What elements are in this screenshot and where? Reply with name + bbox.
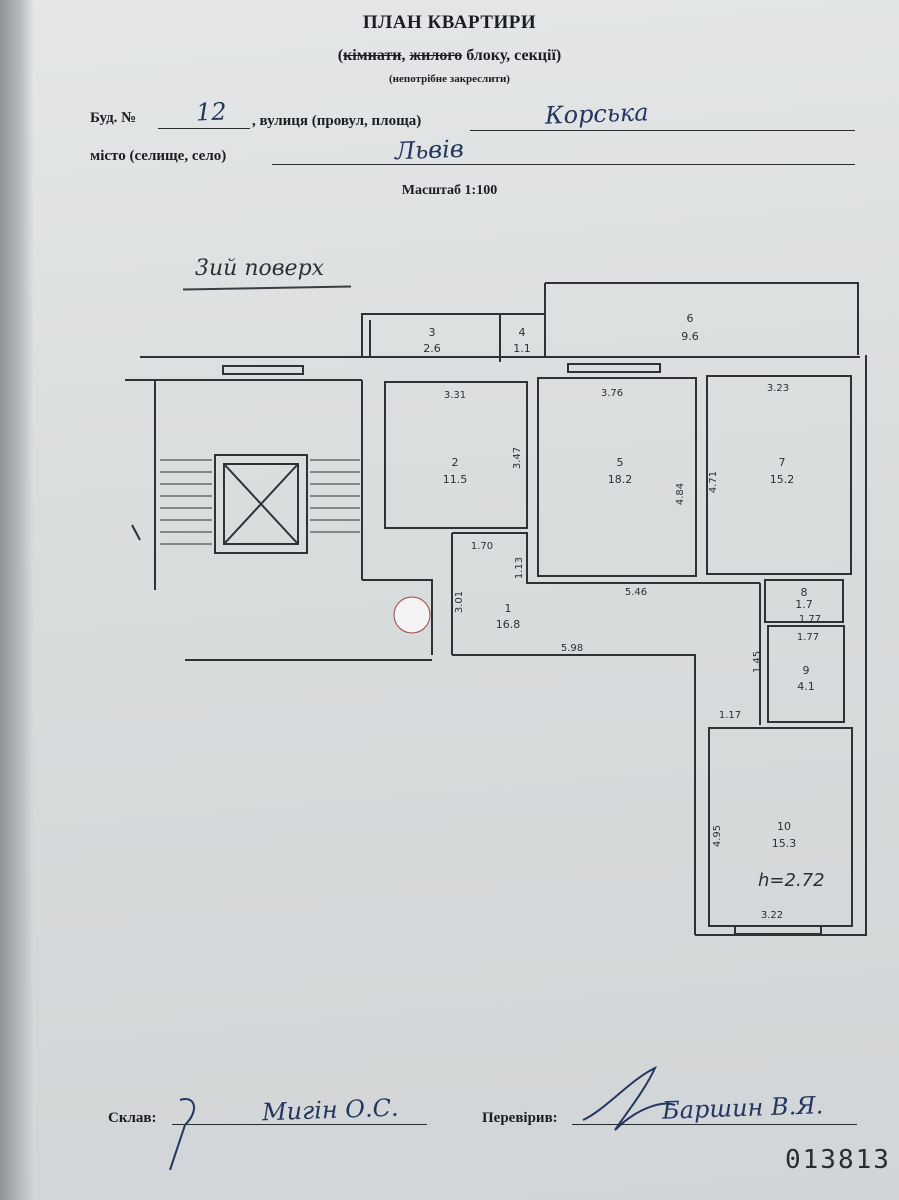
room-1-number: 1 <box>505 602 512 615</box>
room-3-area: 2.6 <box>423 342 441 355</box>
compiled-line <box>172 1124 427 1125</box>
room-4-area: 1.1 <box>513 342 531 355</box>
room-8-area: 1.7 <box>795 598 813 611</box>
wall-storage-outer <box>361 313 545 356</box>
subtitle-struck-living: жилого <box>409 47 463 64</box>
room-5-area: 18.2 <box>608 473 633 486</box>
paper-edge-shadow <box>0 0 34 1200</box>
city-label: місто (селище, село) <box>90 148 227 164</box>
room-9-number: 9 <box>803 664 810 677</box>
room-2-walls <box>384 381 528 529</box>
subtitle-sep: , <box>401 47 410 64</box>
street-label: , вулиця (провул, площа) <box>252 113 422 129</box>
floor-label: 3ий поверх <box>195 256 325 281</box>
room-8-walls <box>764 579 844 623</box>
room-4-number: 4 <box>519 326 526 339</box>
room-1-area: 16.8 <box>496 618 521 631</box>
window-room-10 <box>734 925 822 935</box>
dim-room-2-width: 3.31 <box>444 390 466 401</box>
room-10-number: 10 <box>777 820 791 833</box>
entrance-marker-icon <box>393 596 431 634</box>
dim-room-7-depth: 4.71 <box>708 471 719 493</box>
room-2-number: 2 <box>452 456 459 469</box>
room-9-walls <box>767 625 845 723</box>
elevator-cross-b <box>223 463 299 545</box>
building-label: Буд. № <box>90 110 137 126</box>
checked-label: Перевірив: <box>482 1110 558 1126</box>
dim-room-8-width: 1.77 <box>799 614 821 625</box>
street-line <box>470 130 855 131</box>
room-6-number: 6 <box>687 312 694 325</box>
window-stairs <box>222 365 304 375</box>
wall-corridor-bottom <box>452 654 696 935</box>
plan-walls <box>125 282 867 936</box>
ceiling-height: h=2.72 <box>758 870 825 891</box>
room-5-walls <box>537 377 697 577</box>
dim-corridor-top: 1.70 <box>471 541 493 552</box>
room-3-number: 3 <box>429 326 436 339</box>
room-7-number: 7 <box>779 456 786 469</box>
scale-label: Масштаб 1:100 <box>401 183 498 198</box>
dim-room-5-bottom: 5.46 <box>625 587 647 598</box>
dim-hall-width: 1.17 <box>719 710 741 721</box>
compiled-label: Склав: <box>108 1110 157 1126</box>
room-9-area: 4.1 <box>797 680 815 693</box>
dim-room-5-width: 3.76 <box>601 388 623 399</box>
subtitle-rest: блоку, секції) <box>462 47 562 64</box>
dim-corridor-short: 1.13 <box>514 557 525 579</box>
room-10-area: 15.3 <box>772 837 797 850</box>
wall-landing <box>362 579 433 655</box>
checked-signature-icon <box>582 1065 676 1131</box>
dim-room-7-width: 3.23 <box>767 383 789 394</box>
city-line <box>272 164 855 165</box>
room-7-area: 15.2 <box>770 473 795 486</box>
dim-room-10-depth: 4.95 <box>712 825 723 847</box>
room-labels: 3 2.6 4 1.1 6 9.6 2 11.5 5 18.2 7 15.2 1… <box>423 312 815 850</box>
room-7-walls <box>706 375 852 575</box>
checked-line <box>572 1124 857 1125</box>
document-title: ПЛАН КВАРТИРИ <box>362 12 537 33</box>
room-8-number: 8 <box>801 586 808 599</box>
document-subtitle: (кімнати, жилого блоку, секції) <box>0 47 899 65</box>
room-2-area: 11.5 <box>443 473 468 486</box>
room-6-area: 9.6 <box>681 330 699 343</box>
compiled-signature-icon <box>169 1098 195 1171</box>
dim-corridor-depth: 3.01 <box>454 591 465 613</box>
strike-note: (непотрібне закреслити) <box>389 73 510 85</box>
compiled-name: Мигін О.С. <box>261 1093 400 1127</box>
wall-stair-left <box>125 379 156 590</box>
subtitle-struck-room: кімнати <box>343 47 402 64</box>
dim-hall-depth: 1.45 <box>752 651 763 673</box>
stair-treads <box>160 459 360 545</box>
paper-sheet <box>16 0 899 1200</box>
dim-room-2-depth: 3.47 <box>512 447 523 469</box>
building-line <box>158 128 250 129</box>
elevator-shaft <box>214 454 308 554</box>
dim-room-10-width: 3.22 <box>761 910 783 921</box>
checked-name: Баршин В.Я. <box>661 1091 824 1125</box>
elevator-cabin <box>223 463 299 545</box>
subtitle-open: ( <box>337 47 344 64</box>
dimension-labels: 3.31 3.76 3.23 3.47 4.84 4.71 1.70 1.13 … <box>444 383 821 921</box>
wall-room-6-outer <box>545 282 859 355</box>
room-5-number: 5 <box>617 456 624 469</box>
wall-corridor-top <box>452 532 760 584</box>
dim-room-5-depth: 4.84 <box>675 483 686 505</box>
document-number: 013813 <box>785 1145 891 1175</box>
wall-stair-break <box>131 524 141 541</box>
dim-corridor-length: 5.98 <box>561 643 583 654</box>
dim-room-9-width: 1.77 <box>797 632 819 643</box>
window-room-5 <box>567 363 661 373</box>
